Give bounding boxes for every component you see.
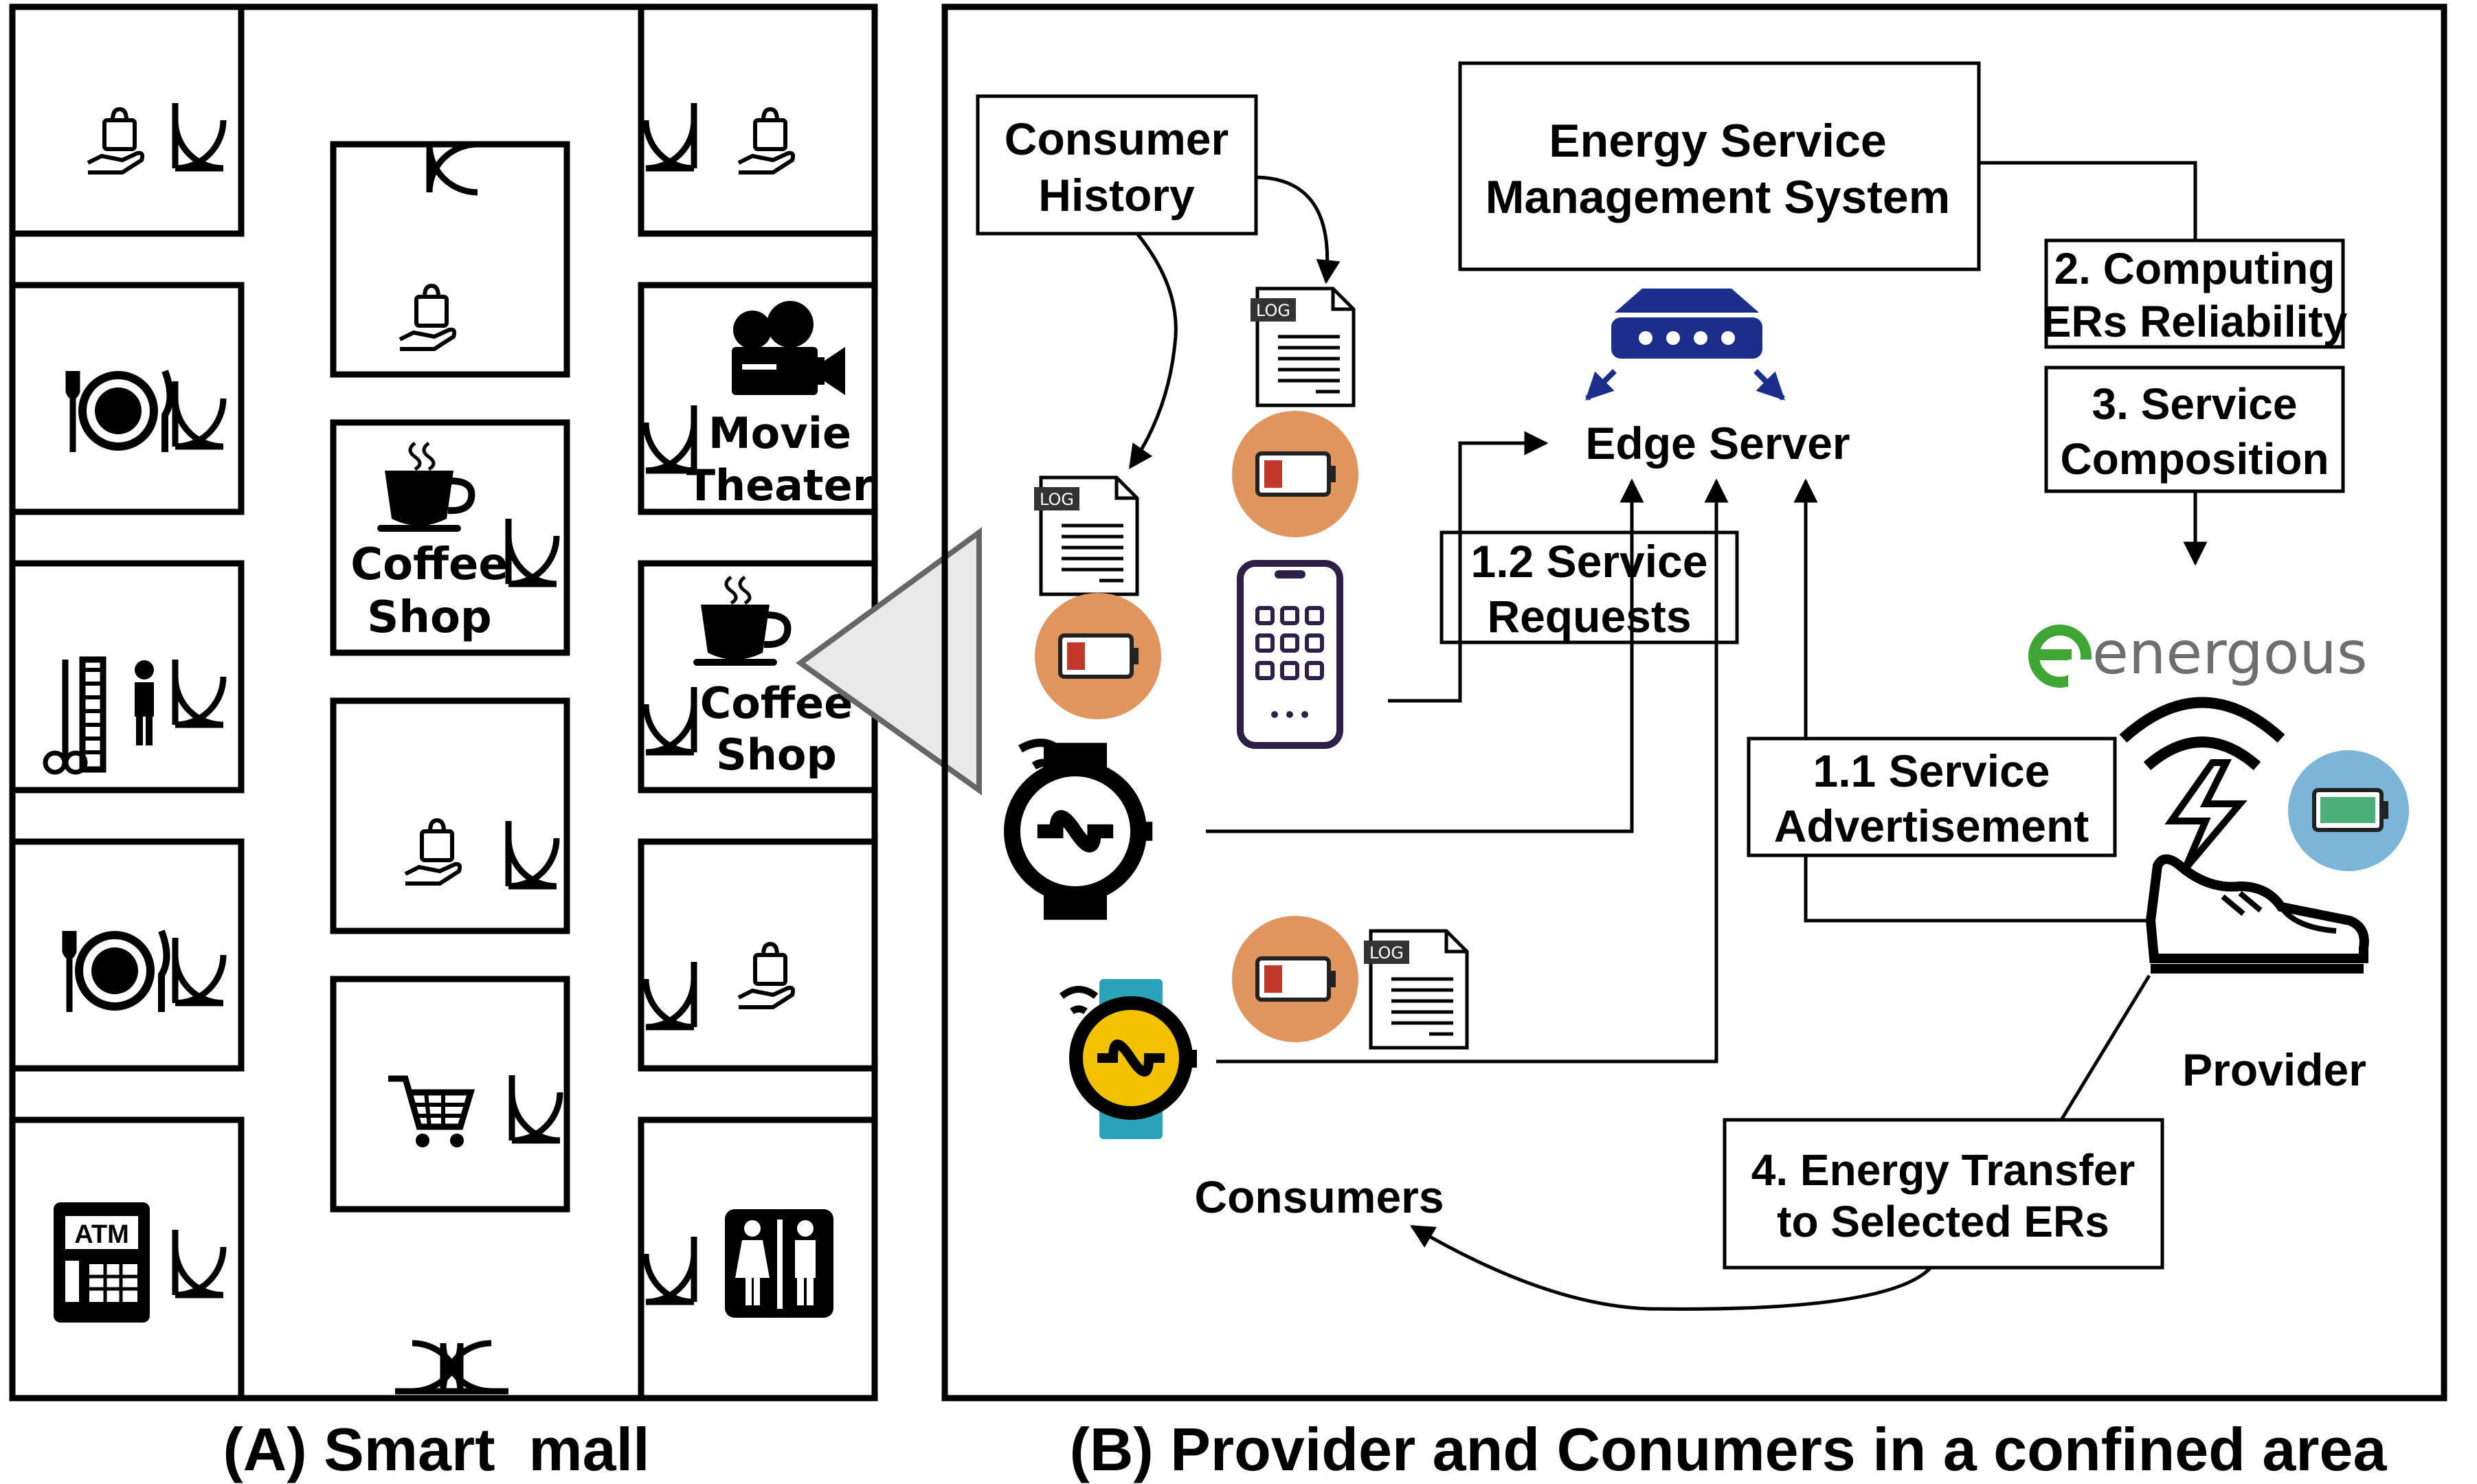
restaurant-icon bbox=[69, 371, 170, 452]
consumer-history-line1: Consumer bbox=[1005, 113, 1229, 164]
movie-theater-line1: Movie bbox=[708, 408, 851, 458]
energous-logo: energous bbox=[2028, 619, 2368, 688]
store-center-2 bbox=[330, 419, 570, 656]
restaurant-icon-2 bbox=[65, 931, 167, 1012]
store-right-4 bbox=[638, 838, 878, 1072]
energy-transfer-box bbox=[1723, 1118, 2164, 1270]
restroom-icon bbox=[725, 1209, 833, 1318]
coffee-cup-icon bbox=[381, 443, 471, 528]
edge-server-label: Edge Server bbox=[1585, 418, 1850, 469]
movie-theater-line2: Theater bbox=[686, 460, 874, 510]
service-advertisement-line2: Advertisement bbox=[1774, 800, 2089, 851]
log-document-icon-2 bbox=[1034, 477, 1137, 594]
store-left-5 bbox=[9, 1116, 245, 1402]
color-smartwatch-icon bbox=[1059, 979, 1197, 1139]
store-right-1 bbox=[638, 3, 878, 237]
log-document-icon bbox=[1251, 289, 1354, 405]
shopping-cart-icon bbox=[388, 1075, 475, 1147]
consumer-history-box bbox=[976, 94, 1258, 236]
service-advertisement-line1: 1.1 Service bbox=[1813, 745, 2050, 796]
wireless-charging-icon bbox=[2119, 697, 2285, 872]
store-center-3 bbox=[330, 697, 570, 934]
computing-reliability-box bbox=[2044, 238, 2345, 349]
coffee-shop-center-line2: Shop bbox=[367, 592, 491, 643]
computing-reliability-line1: 2. Computing bbox=[2054, 244, 2335, 293]
coffee-shop-right-line2: Shop bbox=[716, 730, 837, 780]
consumers-label: Consumers bbox=[1194, 1171, 1444, 1222]
store-right-5 bbox=[638, 1116, 878, 1402]
store-left-3 bbox=[9, 560, 245, 794]
service-requests-line1: 1.2 Service bbox=[1471, 536, 1708, 587]
zoom-wedge bbox=[796, 527, 982, 796]
store-left-2 bbox=[9, 282, 245, 515]
provider-battery-icon bbox=[2288, 750, 2409, 871]
service-requests-line2: Requests bbox=[1487, 591, 1691, 642]
esms-line1: Energy Service bbox=[1549, 115, 1886, 167]
atm-label: ATM bbox=[74, 1220, 129, 1249]
service-composition-line2: Composition bbox=[2060, 434, 2329, 484]
coffee-shop-right-line1: Coffee bbox=[700, 678, 853, 728]
service-requests-box bbox=[1439, 530, 1739, 644]
panel-b-caption: (B) Provider and Conumers in a confined … bbox=[1070, 1415, 2388, 1483]
shopping-bag-icon-5 bbox=[739, 944, 793, 1007]
provider-label: Provider bbox=[2182, 1044, 2366, 1095]
battery-low-icon bbox=[1232, 411, 1358, 537]
computing-reliability-line2: ERs Reliability bbox=[2042, 297, 2348, 346]
store-right-2 bbox=[638, 282, 878, 515]
smartphone-icon bbox=[1237, 560, 1343, 749]
smart-mall-panel: ATM Coffee Shop bbox=[9, 3, 878, 1483]
service-composition-box bbox=[2044, 366, 2345, 493]
esms-box bbox=[1458, 61, 1981, 271]
movie-camera-icon bbox=[732, 301, 845, 395]
energy-transfer-line2: to Selected ERs bbox=[1777, 1197, 2109, 1246]
panel-a-caption: (A) Smart mall bbox=[223, 1415, 649, 1483]
consumer-history-line2: History bbox=[1038, 170, 1195, 221]
energous-wordmark: energous bbox=[2092, 619, 2368, 688]
router-icon bbox=[1585, 289, 1785, 401]
log-document-icon-3 bbox=[1364, 931, 1467, 1048]
shopping-bag-icon-3 bbox=[405, 820, 460, 884]
coffee-cup-icon-2 bbox=[697, 577, 787, 662]
store-left-4 bbox=[9, 838, 245, 1072]
smartwatch-icon bbox=[1012, 743, 1152, 920]
service-advertisement-box bbox=[1747, 737, 2117, 857]
battery-low-icon-3 bbox=[1232, 916, 1358, 1042]
battery-low-icon-2 bbox=[1035, 593, 1161, 719]
coffee-shop-center-line1: Coffee bbox=[350, 539, 508, 590]
store-left-1 bbox=[9, 3, 245, 237]
shopping-bag-icon-2 bbox=[400, 286, 454, 349]
esms-line2: Management System bbox=[1486, 171, 1950, 223]
barber-icon bbox=[43, 656, 154, 775]
panel-b-outline bbox=[941, 3, 2447, 1402]
shopping-bag-icon bbox=[88, 109, 142, 172]
sneaker-provider-icon bbox=[2145, 854, 2369, 974]
energy-transfer-line1: 4. Energy Transfer bbox=[1751, 1145, 2135, 1195]
atm-icon: ATM bbox=[54, 1202, 150, 1323]
shopping-bag-icon-4 bbox=[739, 109, 793, 172]
store-center-4 bbox=[330, 976, 570, 1213]
provider-consumer-panel: Consumer History Energy Service Manageme… bbox=[941, 3, 2447, 1483]
service-composition-line1: 3. Service bbox=[2092, 379, 2298, 429]
